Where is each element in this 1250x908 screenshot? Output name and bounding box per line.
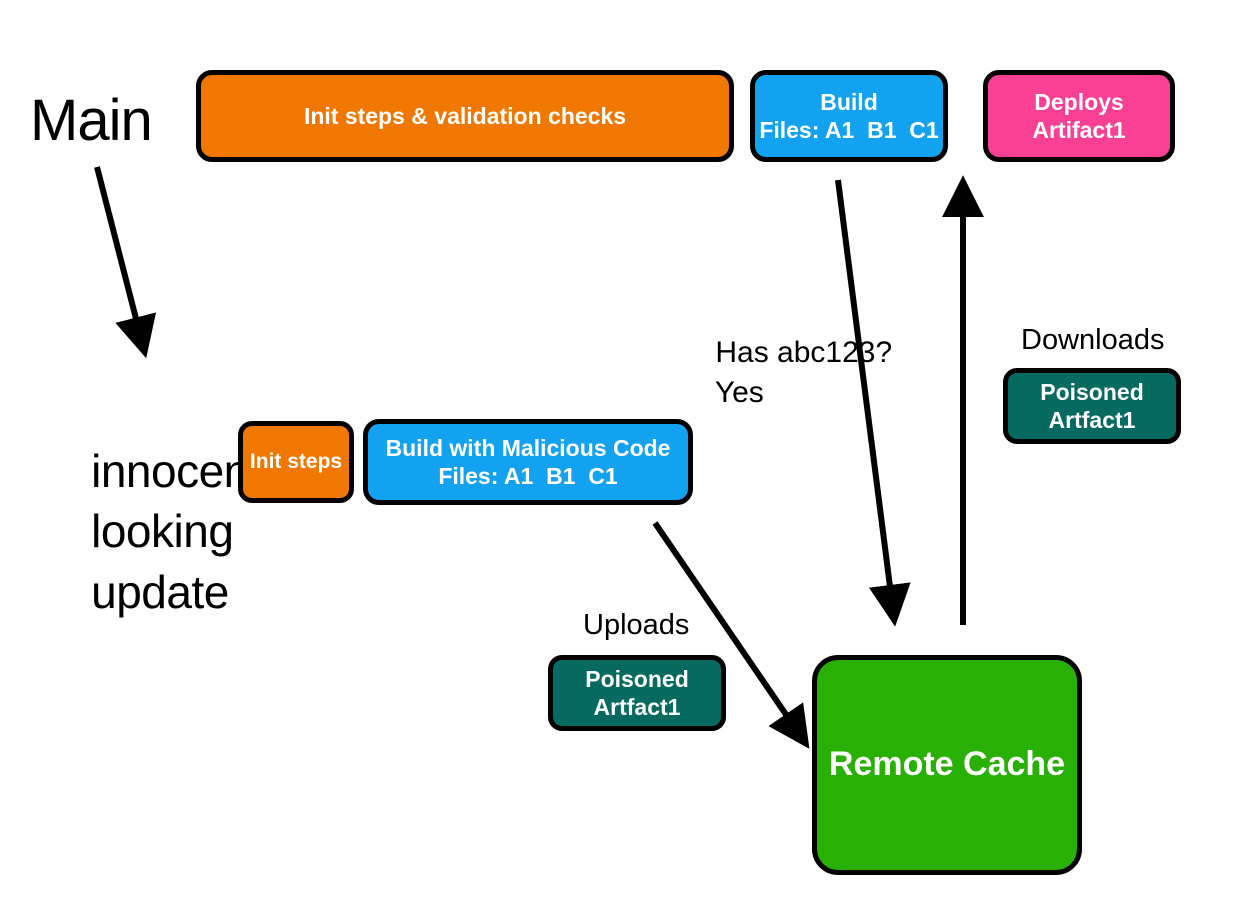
lane-label-branch-line2: looking [91, 505, 234, 558]
node-build-main[interactable]: Build Files: A1 B1 C1 [750, 70, 948, 162]
annotation-cache-query: Has abc123? Yes [682, 292, 892, 454]
lane-label-branch-line1: innocent [91, 444, 262, 497]
annotation-uploads: Uploads [583, 609, 690, 641]
annotation-downloads: Downloads [1021, 324, 1165, 356]
annotation-cache-query-line2: Yes [714, 376, 764, 409]
main-to-branch-arrow [94, 166, 157, 359]
lane-label-branch-line3: update [91, 566, 229, 619]
node-poisoned-artifact-upload[interactable]: Poisoned Artfact1 [548, 655, 726, 731]
lane-label-main: Main [30, 88, 153, 153]
node-build-malicious-line1: Build with Malicious Code [385, 434, 671, 461]
annotation-cache-query-line1: Has abc123? [715, 335, 893, 369]
node-init-steps-validation[interactable]: Init steps & validation checks [196, 70, 734, 162]
node-init-steps-branch-label: Init steps [249, 450, 343, 474]
lane-label-branch: innocent looking update [42, 380, 261, 684]
node-build-main-line2: Files: A1 B1 C1 [759, 117, 939, 143]
node-deploys-line1: Deploys [1034, 88, 1124, 115]
node-poisoned-artifact-upload-line2: Artfact1 [593, 694, 681, 720]
node-build-main-line1: Build [820, 88, 878, 115]
node-remote-cache[interactable]: Remote Cache [812, 655, 1082, 875]
node-build-malicious[interactable]: Build with Malicious Code Files: A1 B1 C… [363, 419, 693, 505]
node-poisoned-artifact-download[interactable]: Poisoned Artfact1 [1003, 368, 1181, 444]
node-deploys-artifact[interactable]: Deploys Artifact1 [983, 70, 1175, 162]
node-deploys-line2: Artifact1 [1032, 117, 1126, 143]
node-init-steps-branch[interactable]: Init steps [238, 421, 354, 503]
node-poisoned-artifact-download-line2: Artfact1 [1048, 407, 1136, 433]
node-poisoned-artifact-download-line1: Poisoned [1040, 378, 1144, 405]
node-init-steps-validation-label: Init steps & validation checks [303, 102, 627, 129]
node-remote-cache-label: Remote Cache [828, 745, 1066, 784]
node-build-malicious-line2: Files: A1 B1 C1 [438, 463, 618, 489]
node-poisoned-artifact-upload-line1: Poisoned [585, 665, 689, 692]
